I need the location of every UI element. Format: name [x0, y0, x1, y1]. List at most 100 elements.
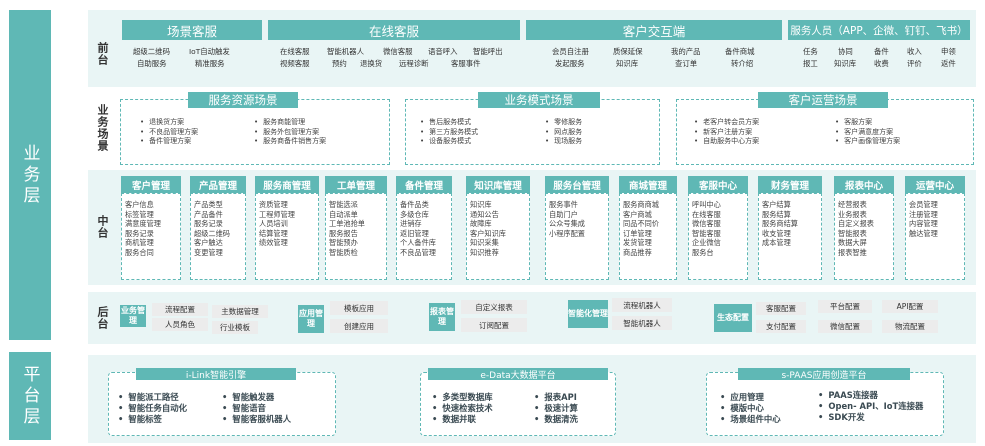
middle-column-item: 服务商结算	[762, 219, 798, 229]
front-item: 知识库	[616, 59, 639, 68]
scene-list-operation-right: 客服方案 客户满意度方案 客户画像管理方案	[835, 118, 900, 147]
scene-item: 新客户注册方案	[694, 128, 759, 138]
scene-item: 退换货方案	[140, 118, 198, 128]
middle-column-item: 自定义报表	[838, 219, 874, 229]
platform-item: 智能派工路径	[118, 392, 187, 403]
middle-column-item: 结算管理	[259, 228, 288, 238]
front-item: 报工	[803, 59, 818, 68]
middle-column-item: 自助门户	[549, 209, 578, 219]
back-chip[interactable]: 物流配置	[882, 320, 938, 333]
back-chip[interactable]: 流程配置	[152, 303, 208, 316]
scene-item: 客服方案	[835, 118, 900, 128]
front-item: 转介绍	[731, 59, 754, 68]
front-item: 备件	[874, 47, 889, 56]
middle-column-item: 订单管理	[623, 228, 652, 238]
back-chip[interactable]: 支付配置	[756, 320, 806, 333]
middle-column-item: 备件品类	[400, 200, 429, 209]
middle-column-item: 智能报表	[838, 228, 867, 238]
middle-column-title: 客户管理	[121, 176, 181, 193]
middle-column-title: 运营中心	[905, 176, 965, 193]
back-chip[interactable]: 智能机器人	[612, 316, 672, 330]
front-item: 会员自注册	[552, 47, 589, 56]
middle-column: 运营中心会员管理注册管理内容管理触达管理	[905, 176, 965, 280]
middle-column-title: 商城管理	[619, 176, 677, 193]
middle-column-list: 资质管理工程师管理人员培训结算管理绩效管理	[259, 200, 295, 248]
back-chip[interactable]: 自定义报表	[461, 300, 527, 314]
middle-column-item: 返旧管理	[400, 228, 429, 238]
back-chip[interactable]: 微信配置	[818, 320, 872, 333]
middle-column-item: 工程师管理	[259, 209, 295, 219]
middle-column-item: 工单池抢单	[329, 219, 365, 229]
front-item: 收入	[907, 47, 922, 56]
middle-column-item: 故障库	[470, 219, 492, 229]
back-chip[interactable]: 创建应用	[330, 319, 388, 333]
scene-title-business: 业务模式场景	[478, 92, 600, 108]
back-chip[interactable]: API配置	[882, 300, 938, 313]
middle-column-item: 服务报告	[329, 228, 358, 238]
middle-column-title: 服务商管理	[255, 176, 319, 193]
middle-column-body	[834, 193, 894, 280]
middle-column: 服务商管理资质管理工程师管理人员培训结算管理绩效管理	[255, 176, 319, 280]
middle-column-list: 产品类型产品备件服务记录超级二维码客户触达变更管理	[194, 200, 230, 258]
scene-item: 售后服务模式	[420, 118, 478, 128]
scene-title-resource: 服务资源场景	[188, 92, 298, 108]
platform-item: Open- API、IoT连接器	[818, 401, 923, 412]
scene-list-operation-left: 老客户转会员方案 新客户注册方案 自助服务中心方案	[694, 118, 759, 147]
front-item: 我的产品	[671, 47, 701, 56]
middle-column-item: 人员培训	[259, 219, 288, 229]
scene-item: 客户画像管理方案	[835, 137, 900, 147]
middle-column-list: 呼叫中心在线客服微信客服智能客服企业微信服务台	[692, 200, 721, 258]
business-layer-text: 业务层	[19, 143, 40, 207]
middle-column-list: 客户结算服务结算服务商结算收支管理成本管理	[762, 200, 798, 248]
front-item: 智能机器人	[327, 47, 364, 56]
middle-column-item: 超级二维码	[194, 228, 230, 238]
front-row-label: 前台	[96, 42, 109, 66]
middle-column-item: 服务台	[692, 247, 714, 257]
middle-column-item: 智能选派	[329, 200, 358, 209]
middle-column-item: 资质管理	[259, 200, 288, 209]
back-chip[interactable]: 平台配置	[818, 300, 872, 313]
platform-item: 智能客服机器人	[222, 414, 291, 425]
platform-item: PAAS连接器	[818, 390, 923, 401]
middle-column-item: 在线客服	[692, 209, 721, 219]
middle-column-item: 客户触达	[194, 238, 223, 248]
front-item: 超级二维码	[133, 47, 170, 56]
middle-column-item: 企业微信	[692, 238, 721, 248]
middle-column-title: 服务台管理	[545, 176, 609, 193]
middle-column-item: 触达管理	[909, 228, 938, 238]
platform-item: 场景组件中心	[720, 414, 780, 425]
middle-column-body	[466, 193, 530, 280]
front-item: 语音呼入	[428, 47, 458, 56]
middle-column-list: 客户信息标签管理满意度管理服务记录商机管理服务合同	[125, 200, 161, 258]
back-chip[interactable]: 模板应用	[330, 301, 388, 315]
middle-column: 报表中心经营报表业务报表自定义报表智能报表数据大屏报表智推	[834, 176, 894, 280]
back-chip[interactable]: 订阅配置	[461, 318, 527, 332]
back-chip[interactable]: 流程机器人	[612, 298, 672, 312]
middle-row-label: 中台	[96, 215, 109, 239]
platform-item: 报表API	[534, 392, 578, 403]
platform-item: 快速检索技术	[432, 403, 492, 414]
back-chip[interactable]: 人员角色	[152, 318, 208, 331]
platform-list-edata-left: 多类型数据库 快速检索技术 数据并联	[432, 392, 492, 425]
back-tag-app: 应用管理	[298, 305, 324, 333]
back-chip[interactable]: 主数据管理	[212, 305, 268, 318]
middle-column-item: 商品推荐	[623, 247, 652, 257]
front-group-title-online: 在线客服	[268, 20, 520, 40]
middle-column-body	[619, 193, 677, 280]
middle-column-list: 备件品类多级仓库进销存返旧管理个人备件库不良品管理	[400, 200, 436, 258]
middle-column-item: 报表智推	[838, 247, 867, 257]
scene-list-business-left: 售后服务模式 第三方服务模式 设备服务模式	[420, 118, 478, 147]
scene-item: 服务商能管理	[254, 118, 326, 128]
middle-column-body	[190, 193, 246, 280]
middle-column-title: 知识库管理	[466, 176, 530, 193]
middle-column-item: 客户商城	[623, 209, 652, 219]
front-item: 自助服务	[137, 59, 167, 68]
front-item: 收费	[874, 59, 889, 68]
back-chip[interactable]: 行业模板	[212, 321, 258, 334]
middle-column: 工单管理智能选派自动派单工单池抢单服务报告智能预办智能质检	[325, 176, 387, 280]
middle-column-item: 服务记录	[125, 228, 154, 238]
middle-column-body	[325, 193, 387, 280]
middle-column-body	[396, 193, 452, 280]
front-item: 客服事件	[451, 59, 481, 68]
back-chip[interactable]: 客服配置	[756, 302, 806, 315]
